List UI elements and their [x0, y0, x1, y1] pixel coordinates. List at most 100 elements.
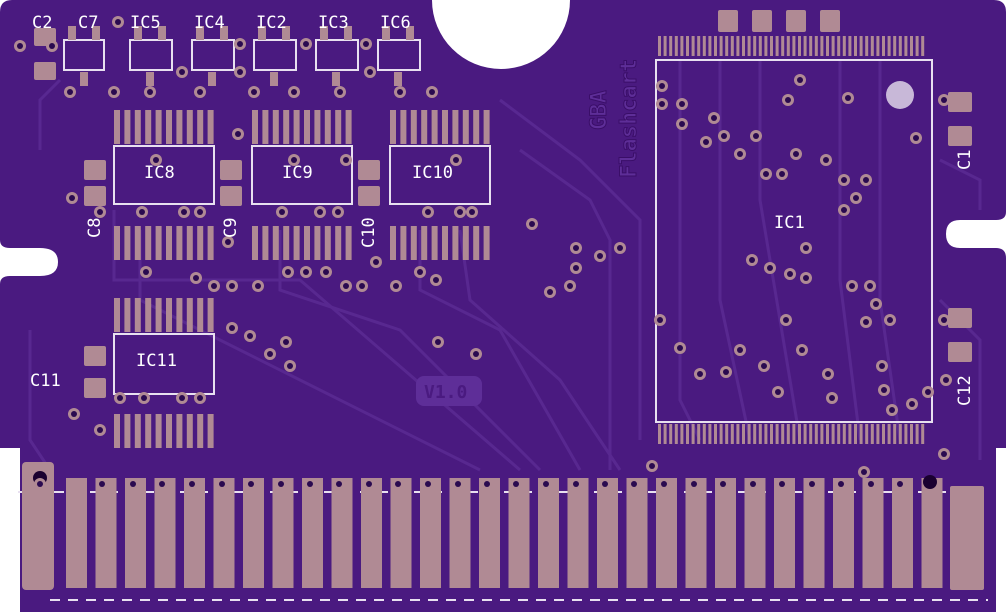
ic1-pin — [674, 424, 678, 444]
soic-pin — [345, 226, 352, 260]
via-hole — [397, 89, 403, 95]
trace — [38, 78, 62, 150]
cap-pad — [84, 346, 106, 366]
test-pad — [786, 10, 806, 32]
edge-finger — [685, 478, 707, 588]
via-hole — [435, 339, 441, 345]
soic-pin — [124, 226, 131, 260]
via-hole — [317, 209, 323, 215]
label-c8: C8 — [85, 218, 105, 238]
ic1-pin — [719, 36, 723, 56]
ic1-pin — [658, 36, 661, 56]
ic1-pin — [803, 36, 807, 56]
via-hole — [753, 133, 759, 139]
soic-pin — [335, 110, 342, 144]
ic1-pin — [859, 36, 863, 56]
via-hole — [897, 481, 903, 487]
ic1-pin — [669, 424, 673, 444]
soic-pin — [114, 226, 120, 260]
test-pad — [820, 10, 840, 32]
via-hole — [679, 121, 685, 127]
via-hole — [697, 371, 703, 377]
soic-pin — [483, 110, 490, 144]
via-hole — [703, 139, 709, 145]
edge-finger — [125, 478, 146, 588]
via-hole — [363, 41, 369, 47]
ic1-pin — [854, 36, 857, 56]
ic1-pin — [870, 36, 874, 56]
ic1-pin — [837, 36, 841, 56]
soic-pin — [452, 226, 459, 260]
sot-pin — [80, 72, 88, 86]
label-ic3: IC3 — [318, 13, 349, 33]
via-hole — [838, 481, 844, 487]
via-hole — [181, 209, 187, 215]
via-hole — [359, 283, 365, 289]
ic1-pin — [814, 36, 818, 56]
ic1-pin — [674, 36, 678, 56]
sot-pin — [332, 72, 340, 86]
via-hole — [323, 269, 329, 275]
ic1-pin — [775, 424, 779, 444]
edge-finger — [656, 478, 677, 588]
trace — [28, 330, 52, 471]
soic-pin — [155, 226, 162, 260]
soic-pin — [166, 226, 172, 260]
sot-pin — [344, 26, 352, 40]
via-hole — [429, 89, 435, 95]
sot-pin — [92, 26, 100, 40]
ic1-pin — [736, 424, 740, 444]
label-c9: C9 — [221, 218, 241, 238]
via-hole — [67, 89, 73, 95]
ic1-pin — [725, 36, 729, 56]
soic-pin — [304, 110, 310, 144]
soic-pin — [421, 110, 428, 144]
via-hole — [343, 283, 349, 289]
via-hole — [677, 345, 683, 351]
edge-finger — [302, 478, 323, 588]
via-hole — [863, 319, 869, 325]
ic1-pin — [781, 424, 785, 444]
ic1-pin — [820, 424, 824, 444]
via-hole — [659, 101, 665, 107]
via-layer — [14, 16, 952, 490]
soic-pin — [207, 110, 214, 144]
label-ic4: IC4 — [194, 13, 225, 33]
cap-pad — [220, 160, 242, 180]
via-hole — [283, 339, 289, 345]
edge-finger — [921, 478, 943, 588]
ic1-pin — [747, 36, 751, 56]
soic-pin — [262, 110, 269, 144]
via-hole — [237, 69, 243, 75]
via-hole — [285, 269, 291, 275]
ic1-pin — [658, 424, 661, 444]
cap-pad — [84, 186, 106, 206]
cap-pad — [948, 126, 972, 146]
edge-finger — [331, 478, 353, 588]
edge-finger — [774, 478, 795, 588]
ic1-pin — [669, 36, 673, 56]
via-hole — [775, 389, 781, 395]
ic1-pin — [876, 424, 880, 444]
via-hole — [909, 401, 915, 407]
via-hole — [115, 19, 121, 25]
ic1-pin — [826, 36, 829, 56]
via-hole — [657, 317, 663, 323]
via-hole — [287, 363, 293, 369]
edge-finger — [361, 478, 382, 588]
via-hole — [679, 101, 685, 107]
brand-line2: Flashcart — [617, 59, 642, 178]
ic1-pin — [736, 36, 740, 56]
ic1-pin — [753, 36, 757, 56]
via-hole — [473, 351, 479, 357]
component-labels: C2 C7 IC5 IC4 IC2 IC3 IC6 IC8 IC9 IC10 I… — [30, 13, 975, 406]
soic-pin — [400, 110, 407, 144]
trace — [499, 98, 642, 440]
ic1-pin — [820, 36, 824, 56]
via-hole — [179, 395, 185, 401]
ic1-pin — [680, 424, 684, 444]
edge-finger — [626, 478, 648, 588]
sot-pin — [406, 26, 414, 40]
via-hole — [913, 135, 919, 141]
ic1-pin — [775, 36, 779, 56]
